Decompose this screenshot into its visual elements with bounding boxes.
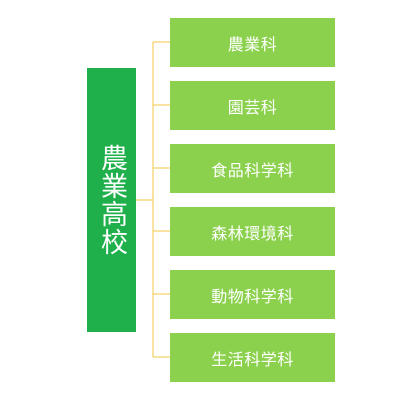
child-node-agriculture: 農業科 [170, 18, 335, 67]
root-node-label: 農業高校 [96, 144, 127, 256]
root-node: 農業高校 [87, 68, 136, 332]
child-node-life-science: 生活科学科 [170, 333, 335, 382]
child-node-animal-science: 動物科学科 [170, 270, 335, 319]
child-node-horticulture: 園芸科 [170, 81, 335, 130]
child-node-label: 森林環境科 [211, 223, 294, 243]
child-node-label: 動物科学科 [211, 286, 294, 306]
child-node-food-science: 食品科学科 [170, 144, 335, 193]
child-node-label: 園芸科 [227, 97, 278, 117]
child-node-label: 農業科 [227, 34, 278, 54]
child-node-label: 食品科学科 [211, 160, 294, 180]
child-node-label: 生活科学科 [211, 349, 294, 369]
child-node-forest-environment: 森林環境科 [170, 207, 335, 256]
